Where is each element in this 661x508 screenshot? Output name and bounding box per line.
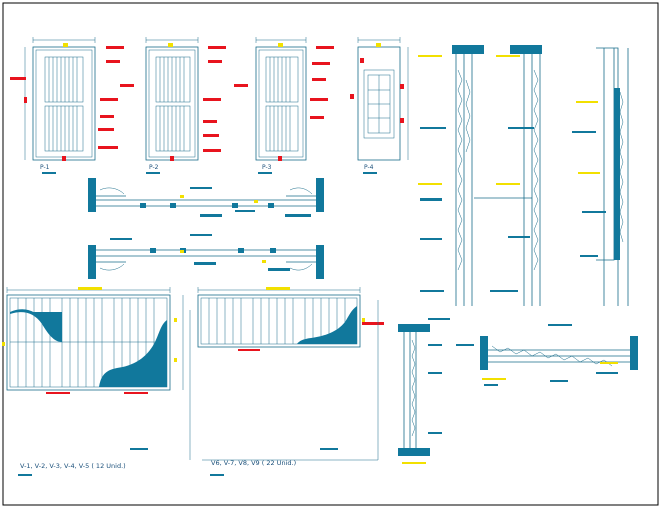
- door-p3-elevation: [234, 37, 334, 174]
- window-v6-elevation: [197, 287, 384, 476]
- window-v1-elevation: [2, 287, 191, 476]
- door-p4-label: P-4: [364, 164, 374, 171]
- vertical-section-a: [418, 45, 484, 306]
- door-plan-section-lower: [88, 234, 324, 279]
- window-v6-label: V6, V-7, V8, V9 ( 22 Unid.): [211, 459, 296, 467]
- vertical-section-c: [572, 47, 629, 306]
- window-vertical-detail: [398, 318, 450, 464]
- door-plan-section-upper: [88, 178, 324, 217]
- vertical-section-b: [474, 45, 542, 306]
- door-p1-label: P-1: [40, 164, 50, 171]
- window-v1-label: V-1, V-2, V-3, V-4, V-5 ( 12 Unid.): [20, 462, 126, 470]
- door-p1-elevation: [10, 37, 124, 174]
- door-p3-label: P-3: [262, 164, 272, 171]
- door-p2-label: P-2: [149, 164, 159, 171]
- window-horizontal-detail: [456, 324, 638, 386]
- door-p2-elevation: [120, 37, 226, 174]
- door-p4-elevation: [350, 37, 409, 174]
